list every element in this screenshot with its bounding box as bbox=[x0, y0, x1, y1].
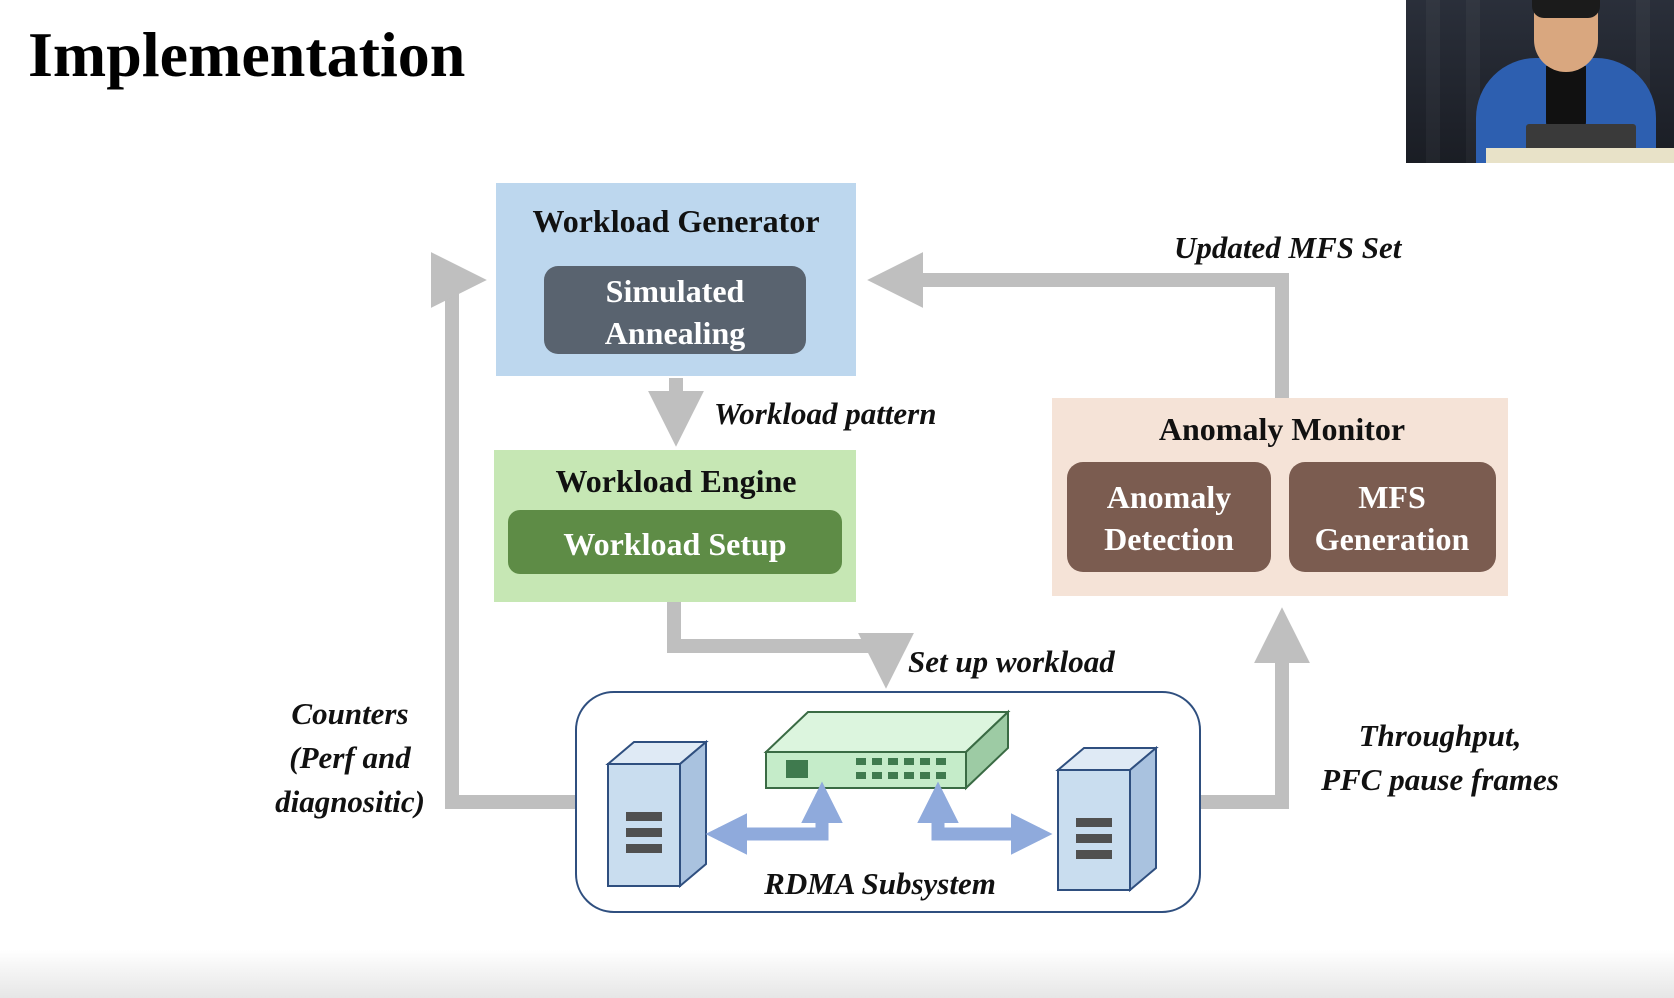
rdma-subsystem-box: RDMA Subsystem bbox=[575, 691, 1201, 913]
anomaly-detection-label-line2: Detection bbox=[1104, 521, 1234, 557]
workload-generator-box: Workload Generator Simulated Annealing bbox=[496, 183, 856, 376]
workload-setup-box bbox=[508, 510, 842, 574]
set-up-workload-label: Set up workload bbox=[908, 644, 1115, 679]
simulated-annealing-label-line2: Annealing bbox=[605, 315, 745, 351]
workload-generator-title: Workload Generator bbox=[532, 203, 819, 239]
updated-mfs-set-label: Updated MFS Set bbox=[1174, 230, 1403, 265]
mfs-generation-box bbox=[1289, 462, 1496, 572]
podium bbox=[1486, 148, 1674, 163]
rdma-subsystem-label: RDMA Subsystem bbox=[763, 866, 996, 901]
mfs-generation-label-line2: Generation bbox=[1315, 521, 1470, 557]
arrow-set-up-workload bbox=[667, 602, 914, 689]
bottom-fade bbox=[0, 950, 1674, 998]
simulated-annealing-label-line1: Simulated bbox=[606, 273, 745, 309]
counters-label-line1: Counters bbox=[291, 696, 408, 731]
mfs-generation-label-line1: MFS bbox=[1358, 479, 1426, 515]
link-switch-right-server bbox=[917, 781, 1053, 855]
switch-icon bbox=[763, 709, 1011, 791]
arrow-updated-mfs-set bbox=[867, 252, 1289, 398]
arrow-throughput bbox=[1200, 607, 1310, 809]
anomaly-monitor-title: Anomaly Monitor bbox=[1159, 411, 1405, 447]
laptop-icon bbox=[1526, 124, 1636, 148]
anomaly-detection-label-line1: Anomaly bbox=[1107, 479, 1231, 515]
counters-label-line3: diagnositic) bbox=[275, 784, 425, 819]
link-left-server-switch bbox=[705, 781, 843, 855]
throughput-label-line2: PFC pause frames bbox=[1320, 762, 1559, 797]
workload-engine-title: Workload Engine bbox=[556, 463, 797, 499]
speaker-hair bbox=[1532, 0, 1600, 18]
server-left-icon bbox=[605, 739, 709, 889]
counters-label-line2: (Perf and bbox=[289, 740, 411, 775]
anomaly-detection-box bbox=[1067, 462, 1271, 572]
workload-engine-box: Workload Engine Workload Setup bbox=[494, 450, 856, 602]
speaker-video-inset bbox=[1406, 0, 1674, 163]
server-right-icon bbox=[1055, 745, 1159, 893]
curtain-fold bbox=[1426, 0, 1440, 163]
workload-setup-label: Workload Setup bbox=[563, 526, 786, 562]
workload-pattern-label: Workload pattern bbox=[714, 396, 936, 431]
slide-title: Implementation bbox=[28, 19, 466, 90]
throughput-label-line1: Throughput, bbox=[1359, 718, 1522, 753]
simulated-annealing-box bbox=[544, 266, 806, 354]
arrow-counters-feedback bbox=[430, 252, 576, 809]
anomaly-monitor-box: Anomaly Monitor Anomaly Detection MFS Ge… bbox=[1052, 398, 1508, 596]
